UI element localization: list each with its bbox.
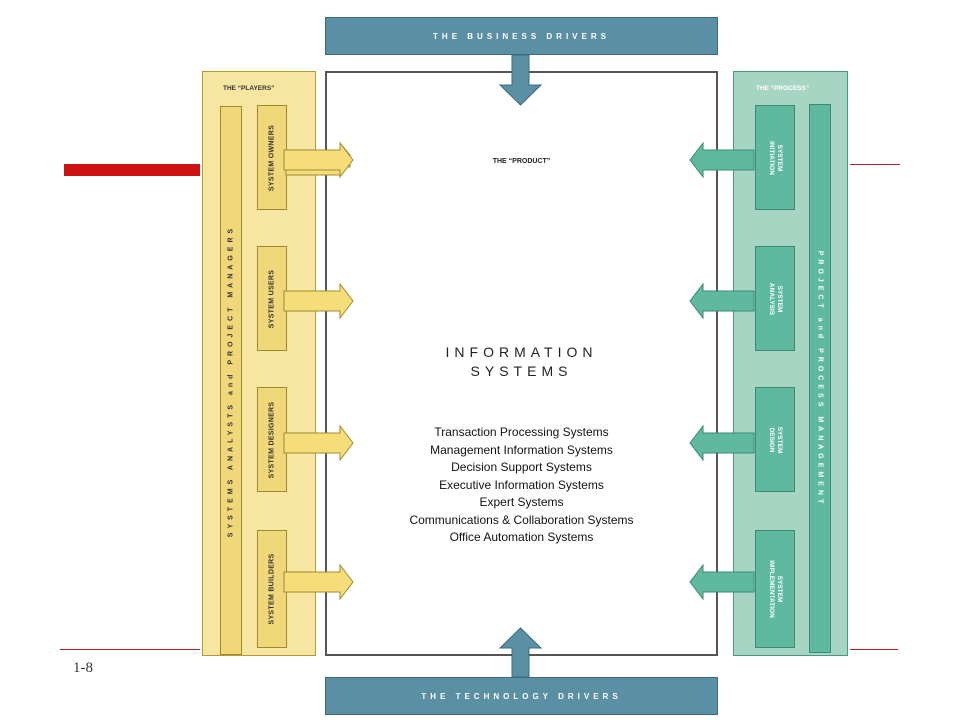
- player-label: SYSTEM USERS: [268, 269, 276, 328]
- systems-list-item: Executive Information Systems: [439, 477, 604, 492]
- systems-list-item: Communications & Collaboration Systems: [409, 512, 634, 527]
- information-systems-framework-figure: THE BUSINESS DRIVERS THE TECHNOLOGY DRIV…: [200, 15, 850, 715]
- player-system-users: SYSTEM USERS: [257, 246, 287, 351]
- process-step-label: SYSTEM IMPLEMENTATION: [768, 560, 783, 618]
- process-system-analysis: SYSTEM ANALYSIS: [755, 246, 795, 351]
- slide-number: 1-8: [73, 660, 93, 676]
- player-system-builders: SYSTEM BUILDERS: [257, 530, 287, 648]
- systems-list-item: Office Automation Systems: [449, 530, 594, 544]
- process-panel: THE “PROCESS” PROJECT and PROCESS MANAGE…: [733, 71, 848, 656]
- player-system-designers: SYSTEM DESIGNERS: [257, 387, 287, 492]
- process-step-label: SYSTEM ANALYSIS: [768, 282, 783, 315]
- slide-accent-line-bottom-right: [850, 649, 898, 650]
- player-system-owners: SYSTEM OWNERS: [257, 105, 287, 210]
- process-step-label: SYSTEM DESIGN: [768, 426, 783, 453]
- technology-drivers-banner: THE TECHNOLOGY DRIVERS: [325, 677, 718, 715]
- player-label: SYSTEM OWNERS: [268, 124, 276, 191]
- information-systems-title: INFORMATION SYSTEMS: [327, 343, 716, 381]
- info-systems-title-line1: INFORMATION: [445, 344, 598, 360]
- slide-accent-line-bottom: [60, 649, 200, 650]
- slide-accent-line-top: [845, 164, 900, 165]
- slide-accent-bar: [64, 164, 204, 176]
- process-label: THE “PROCESS”: [756, 85, 810, 92]
- project-process-management-spine: PROJECT and PROCESS MANAGEMENT: [809, 104, 831, 653]
- process-system-initiation: SYSTEM INITIATION: [755, 105, 795, 210]
- players-panel: THE “PLAYERS” SYSTEMS ANALYSTS and PROJE…: [202, 71, 316, 656]
- project-process-management-label: PROJECT and PROCESS MANAGEMENT: [816, 250, 824, 507]
- systems-list-item: Expert Systems: [479, 495, 564, 509]
- player-label: SYSTEM BUILDERS: [268, 553, 276, 625]
- process-step-label: SYSTEM INITIATION: [768, 140, 783, 175]
- process-system-implementation: SYSTEM IMPLEMENTATION: [755, 530, 795, 648]
- systems-list: Transaction Processing Systems Managemen…: [327, 424, 716, 547]
- systems-list-item: Decision Support Systems: [451, 460, 592, 474]
- players-label: THE “PLAYERS”: [223, 85, 275, 92]
- product-label: THE “PRODUCT”: [492, 158, 551, 165]
- info-systems-title-line2: SYSTEMS: [470, 363, 573, 379]
- systems-list-item: Management Information Systems: [430, 442, 613, 457]
- analysts-managers-spine: SYSTEMS ANALYSTS and PROJECT MANAGERS: [220, 106, 242, 655]
- analysts-managers-label: SYSTEMS ANALYSTS and PROJECT MANAGERS: [227, 224, 235, 537]
- player-label: SYSTEM DESIGNERS: [268, 401, 276, 478]
- product-panel: THE “PRODUCT” INFORMATION SYSTEMS Transa…: [325, 71, 718, 656]
- process-system-design: SYSTEM DESIGN: [755, 387, 795, 492]
- systems-list-item: Transaction Processing Systems: [434, 425, 609, 439]
- business-drivers-banner: THE BUSINESS DRIVERS: [325, 17, 718, 55]
